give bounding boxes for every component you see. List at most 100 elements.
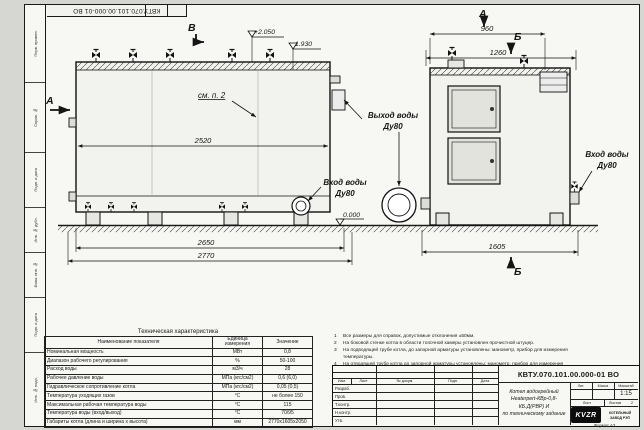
boiler-front-view [420,46,580,226]
svg-text:0.000: 0.000 [343,212,360,219]
row-utv: Утв. [335,417,343,423]
svg-text:1605: 1605 [489,242,507,251]
door-handle [490,107,494,111]
grid-line [570,389,638,390]
grid-line [434,366,435,425]
valve-icon [265,48,275,63]
grid-line [333,416,498,417]
svg-text:см. п. 2: см. п. 2 [198,91,226,100]
ground-line [58,224,598,233]
section-mark-a-left: А [45,95,70,115]
grid-line [333,392,498,393]
grid-line [592,382,593,399]
section-mark-b-bottom: Б [506,257,522,278]
format-label: Формат А3 [594,423,616,428]
svg-text:960: 960 [481,24,494,33]
stamp-divider [145,5,146,16]
elevation-top: +2.050 [247,29,284,62]
elevation-mid: 1.930 [288,41,321,70]
table-row: Диапазон рабочего регулирования%50-100 [44,356,313,367]
hdr-mass: Масса [597,383,609,388]
sheets-label: Листов [608,400,622,405]
product-line: Heaterpert-КВр-0,8-КБ.Д(РВР) И [510,396,558,410]
grid-line [376,366,377,425]
inlet-flange [291,196,311,216]
product-name: Котел водогрейный Heaterpert-КВр-0,8-КБ.… [499,383,569,424]
dimension-1605: 1605 [421,230,579,256]
svg-text:2650: 2650 [197,238,216,247]
doc-number: КВТУ.070.101.00.000-01 ВО [517,369,620,379]
svg-text:В: В [188,22,196,34]
valve-icon [91,48,101,63]
grid-line [570,406,638,407]
table-header-row: Наименование показателя Единица измерени… [44,336,313,349]
grid-line [498,382,638,383]
svg-text:А: А [478,8,487,20]
svg-text:Вход воды: Вход воды [585,150,628,159]
grid-line [351,378,352,384]
dimension-960: 960 [429,24,546,70]
row-prov: Пров. [335,393,347,399]
tech-table-title: Техническая характеристика [137,329,219,335]
grid-line [570,382,571,425]
sheets-value: 2 [630,400,634,405]
grid-line [333,400,498,401]
hdr-scale: Масштаб [618,383,634,388]
stamp-divider [167,5,168,16]
frame-inner-line [45,5,46,426]
svg-text:Выход воды: Выход воды [368,111,418,120]
svg-text:Б: Б [514,31,522,43]
valve-icon [165,48,175,63]
svg-text:Вход воды: Вход воды [323,178,366,187]
inlet-water-label-right: Вход воды Ду80 [578,150,629,193]
col-header: Наименование показателя [44,336,213,349]
scale-value: 1:15 [620,391,632,397]
grid-line [333,378,498,379]
col-header: Единица измерения [212,336,263,349]
svg-text:Ду80: Ду80 [596,161,617,170]
dimension-2650: 2650 [75,228,345,252]
grid-line [614,382,615,399]
sheet-label: Лист [582,400,592,405]
dimension-2520: 2520 [78,136,328,148]
frame-field: Перв. примен. [25,5,45,83]
svg-text:Ду80: Ду80 [334,189,355,198]
frame-field: Инв. № дубл. [25,208,45,253]
section-mark-v: В [188,22,204,47]
grid-line [498,366,499,425]
hdr-lit: Лит. [577,383,585,388]
svg-text:2520: 2520 [194,136,213,145]
inlet-water-label-mid: Вход воды Ду80 [307,178,367,202]
valve-icon [227,48,237,63]
door-handle [490,159,494,163]
company-name: КОТЕЛЬНЫЙ ЗАВОД РЭП [608,411,632,420]
frame-field: Справ. № [25,83,45,153]
rotated-doc-number-stamp: КВТУ.070.101.00.000-01 ВО [47,5,187,17]
kvzr-logo: KVZR [571,407,601,423]
dimension-2770: 2770 [67,232,353,265]
grid-line [333,384,498,385]
grid-line [333,372,498,373]
svg-text:1.930: 1.930 [295,41,312,48]
col-izm: Изм. [337,379,347,383]
svg-text:Б: Б [514,266,522,278]
row-tkontr: Т.контр. [335,401,351,407]
col-header: Значение [262,336,313,349]
product-line: Котел водогрейный [509,389,559,396]
col-doc: № докум. [396,379,414,383]
col-sign: Подп. [447,379,459,383]
table-row: Габариты котла (длина и ширина х высота)… [44,417,313,428]
valve-icon [570,181,579,193]
tech-characteristics: Техническая характеристика Наименование … [44,329,313,428]
svg-text:1260: 1260 [490,48,508,57]
elevation-zero: 0.000 [335,212,364,226]
boiler-side-view [68,48,346,226]
